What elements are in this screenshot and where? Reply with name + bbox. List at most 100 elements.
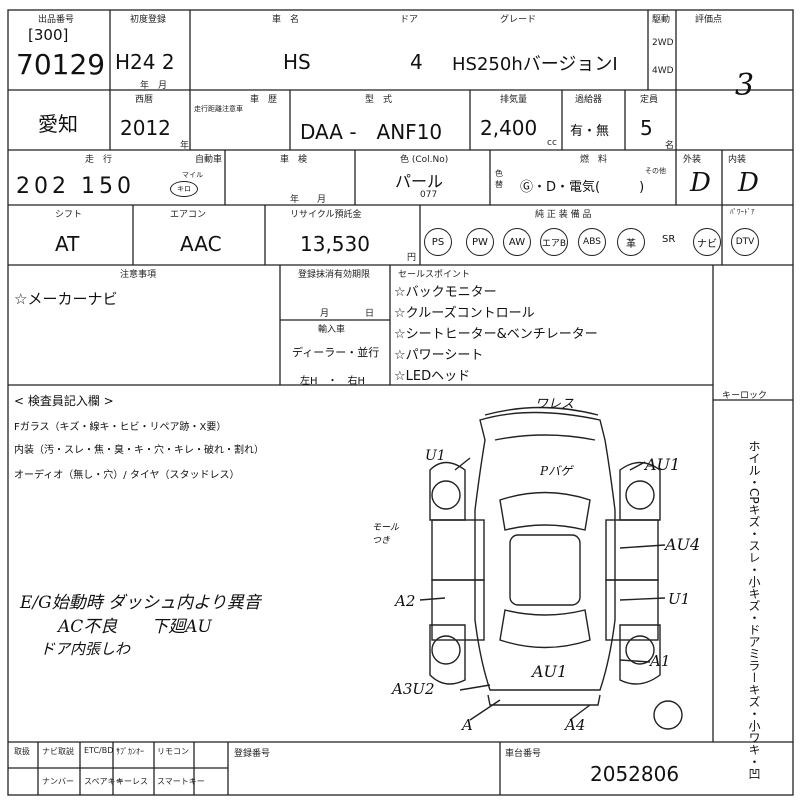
score-value: 3 xyxy=(735,68,755,103)
recycle-label: リサイクル預託金 xyxy=(290,210,362,220)
mark-molding: モール つき xyxy=(372,523,400,546)
shift-label: シフト xyxy=(55,210,83,220)
footer-cell: ナンバー xyxy=(42,777,74,786)
equip-pw: PW xyxy=(466,228,494,256)
footer-cell: スペアキー xyxy=(84,777,124,786)
handwritten-note-3: ドア内張しわ xyxy=(40,640,131,658)
footer-cell: 取扱 xyxy=(14,747,30,756)
mark-au4: AU4 xyxy=(665,535,701,554)
mark-a-bottom: A xyxy=(462,716,473,734)
mark-au1-bottom: AU1 xyxy=(532,662,568,681)
turbo-label: 過給器 xyxy=(575,95,603,105)
fuel-label: 燃 料 xyxy=(580,155,608,165)
exterior-label: 外装 xyxy=(683,155,702,165)
doors: 4 xyxy=(410,50,423,74)
reg-label: 登録番号 xyxy=(234,749,271,759)
grade-name: HS250hバージョンI xyxy=(452,54,618,75)
lot-number: 70129 xyxy=(16,48,106,81)
interior-value: D xyxy=(738,168,759,198)
footer-cell: スマートキー xyxy=(157,777,205,786)
drive-4wd: 4WD xyxy=(652,66,674,76)
shift-value: AT xyxy=(55,232,80,256)
inspection-sub: 年 月 xyxy=(290,195,327,205)
region: 愛知 xyxy=(38,112,78,136)
remarks-label: 注意事項 xyxy=(120,270,157,280)
recycle-unit: 円 xyxy=(407,253,417,263)
ac-label: エアコン xyxy=(170,210,207,220)
sales-point: ☆バックモニター xyxy=(394,285,497,300)
ac-value: AAC xyxy=(180,232,222,256)
option-label: ﾊﾟﾜｰﾄﾞｱ xyxy=(730,208,755,216)
color-value: パール xyxy=(395,172,444,191)
deadline-sub: 月 日 xyxy=(320,309,375,319)
equip-abs: ABS xyxy=(578,228,606,256)
footer-cell: ナビ取説 xyxy=(42,747,74,756)
equip-sr: SR xyxy=(662,234,676,245)
mileage-value: 202 150 xyxy=(16,174,135,199)
sales-point: ☆パワーシート xyxy=(394,348,484,363)
mileage-label: 走 行 xyxy=(85,155,113,165)
side-notes: ホイル・CPキズ・スレ・小キズ・ドアミラーキズ・小ワキ・凹 xyxy=(747,440,761,780)
chassis-number: 2052806 xyxy=(590,762,680,786)
capacity-label: 定員 xyxy=(640,95,659,105)
mark-u1-left: U1 xyxy=(425,448,446,464)
year-sub: 年 月 xyxy=(140,81,168,91)
import-label: 輸入車 xyxy=(318,325,346,335)
type-label: 型 式 xyxy=(365,95,393,105)
color-code: 077 xyxy=(420,190,438,200)
mark-dent: Pバゲ xyxy=(540,464,573,478)
capacity-unit: 名 xyxy=(665,141,675,151)
door-label: ドア xyxy=(400,15,419,25)
type-value: DAA - ANF10 xyxy=(300,120,443,144)
caution-sub: 走行距離注意車 xyxy=(194,105,243,113)
mileage-mile: マイル xyxy=(182,171,203,179)
lot-label: 出品番号 xyxy=(38,15,75,25)
equip-leather: 革 xyxy=(617,228,645,256)
car-name: HS xyxy=(283,50,311,74)
sales-point: ☆シートヒーター&ベンチレーター xyxy=(394,327,598,342)
cc-label: 排気量 xyxy=(500,95,528,105)
inspection-label: 車 検 xyxy=(280,155,308,165)
mark-au1-right: AU1 xyxy=(645,455,681,474)
turbo-value: 有・無 xyxy=(570,124,610,139)
inspector-label: < 検査員記入欄 > xyxy=(14,394,114,408)
fuel-value: Ⓖ・D・電気( ) xyxy=(520,180,645,195)
first-registration: H24 2 xyxy=(115,50,175,74)
recycle-value: 13,530 xyxy=(300,232,370,256)
equip-dtv: DTV xyxy=(731,228,759,256)
sales-point: ☆クルーズコントロール xyxy=(394,306,535,321)
color-label: 色 (Col.No) xyxy=(400,155,449,165)
cc-unit: cc xyxy=(547,138,557,148)
mark-a3u2: A3U2 xyxy=(392,680,435,698)
drive-label: 駆動 xyxy=(652,15,671,25)
keylock-label: キーロック xyxy=(722,391,768,401)
caution-label: 車 歴 xyxy=(250,95,278,105)
footer-cell: ETC/BD xyxy=(84,746,114,755)
equip-aw: AW xyxy=(503,228,531,256)
mark-u1-right: U1 xyxy=(668,590,691,608)
inspector-line3: オーディオ（無し・穴）/ タイヤ（スタッドレス） xyxy=(14,470,240,481)
model-year-unit: 年 xyxy=(180,141,190,151)
mileage-unit-label: 自動車 xyxy=(195,155,223,165)
mileage-unit: キロ xyxy=(170,181,198,197)
footer-cell: リモコン xyxy=(157,747,189,756)
footer-cell: キーレス xyxy=(116,777,148,786)
remark-item: ☆メーカーナビ xyxy=(14,290,118,308)
handwritten-note-2: AC不良 下廻AU xyxy=(58,617,212,637)
equip-ps: PS xyxy=(424,228,452,256)
exterior-value: D xyxy=(690,168,711,198)
mark-a2: A2 xyxy=(395,592,416,610)
mark-a1: A1 xyxy=(650,652,671,670)
model-year: 2012 xyxy=(120,116,171,140)
footer-cell: ｻﾌﾞｶﾝｵｰ xyxy=(116,747,144,756)
year-label: 初度登録 xyxy=(130,15,167,25)
chassis-label: 車台番号 xyxy=(505,749,542,759)
mark-top: ワレス xyxy=(535,397,575,412)
drive-2wd: 2WD xyxy=(652,38,674,48)
color-change: 色替 xyxy=(495,169,503,189)
inspector-line2: 内装（汚・スレ・焦・臭・キ・穴・キレ・破れ・割れ） xyxy=(14,445,264,456)
fuel-other: その他 xyxy=(645,167,666,175)
capacity-value: 5 xyxy=(640,116,653,140)
